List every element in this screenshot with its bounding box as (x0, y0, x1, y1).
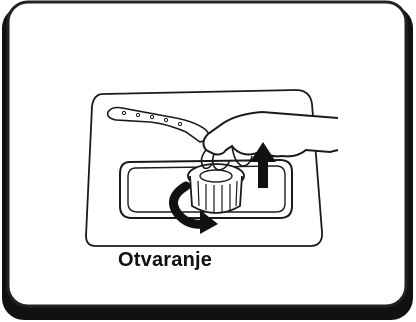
filter-assembly (188, 164, 244, 213)
caption-label: Otvaranje (118, 249, 212, 272)
